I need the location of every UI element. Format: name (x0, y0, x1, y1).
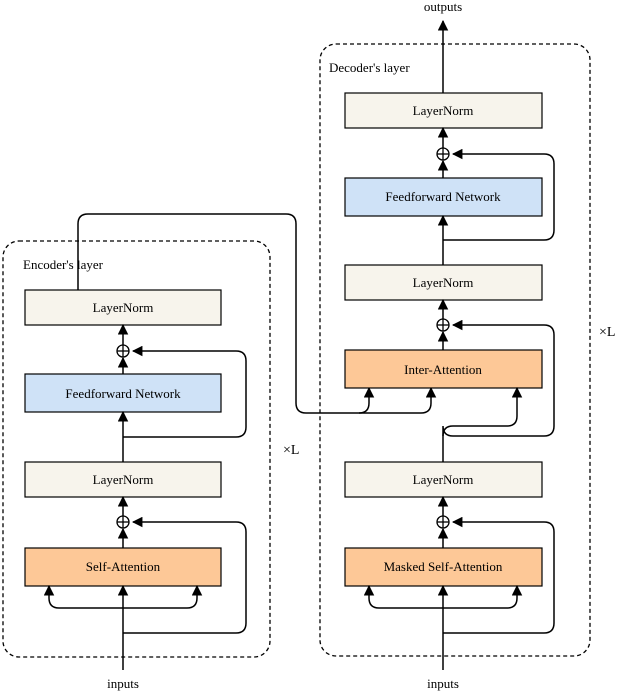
encoder-frame (2, 240, 271, 658)
decoder-frame-label: Decoder's layer (329, 60, 410, 75)
decoder-feedforward-label: Feedforward Network (385, 189, 501, 204)
encoder-layernorm-top-label: LayerNorm (93, 300, 154, 315)
encoder-feedforward-label: Feedforward Network (65, 386, 181, 401)
decoder-input-label: inputs (427, 676, 459, 691)
encoder-feedforward-box (24, 373, 222, 413)
decoder-inter-attention-box (344, 349, 543, 389)
decoder-masked-self-attention-box (344, 547, 543, 587)
decoder-layernorm-top-box (344, 92, 543, 129)
decoder-residual-3 (443, 148, 555, 241)
decoder-repeat-label: ×L (599, 325, 615, 340)
encoder-input-branch-right (123, 584, 203, 609)
decoder-inter-attention-label: Inter-Attention (404, 362, 482, 377)
encoder-layernorm-bottom-label: LayerNorm (93, 472, 154, 487)
decoder-input-branch-right (443, 584, 523, 609)
decoder-layernorm-bottom-label: LayerNorm (413, 472, 474, 487)
encoder-residual-1 (123, 516, 247, 634)
encoder-self-attention-label: Self-Attention (86, 559, 161, 574)
decoder-residual-2 (442, 319, 555, 437)
encoder-to-decoder-connection (77, 213, 375, 414)
encoder-input-label: inputs (107, 676, 139, 691)
decoder-residual-1 (443, 516, 555, 634)
decoder-query-arrow (442, 386, 523, 462)
decoder-frame (319, 43, 591, 657)
encoder-frame-label: Encoder's layer (23, 257, 104, 272)
decoder-layernorm-top-label: LayerNorm (413, 103, 474, 118)
encoder-self-attention-box (24, 547, 222, 587)
decoder-layernorm-middle-label: LayerNorm (413, 275, 474, 290)
decoder-input-branch-left (363, 584, 443, 609)
decoder-output-label: outputs (424, 0, 462, 14)
decoder-masked-self-attention-label: Masked Self-Attention (384, 559, 503, 574)
decoder-layernorm-bottom-box (344, 461, 543, 498)
encoder-input-branch-left (43, 584, 123, 609)
encoder-to-decoder-branch (359, 386, 437, 414)
encoder-repeat-label: ×L (283, 443, 299, 458)
encoder-residual-2 (123, 345, 247, 438)
